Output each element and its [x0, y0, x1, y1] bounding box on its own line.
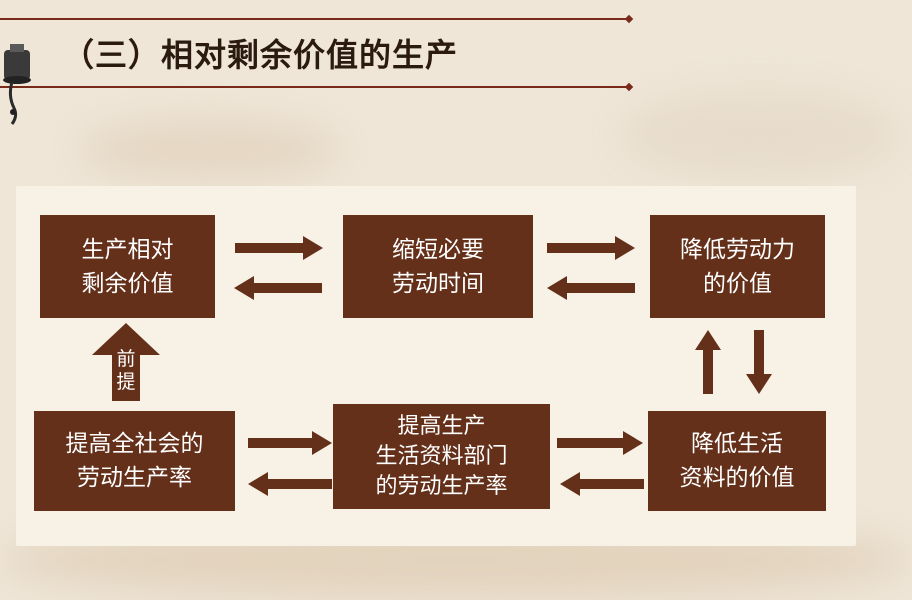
node-label: 生产相对 剩余价值: [81, 236, 174, 297]
node-label: 提高生产 生活资料部门 的劳动生产率: [375, 413, 508, 499]
header-bottom-rule-end: [624, 82, 634, 92]
node-label: 缩短必要 劳动时间: [392, 236, 484, 297]
arrow-down: [746, 330, 772, 394]
arrow-left: [547, 276, 635, 300]
node-label: 降低劳动力 的价值: [680, 236, 795, 297]
node-raise-consumer-goods-productivity: 提高生产 生活资料部门 的劳动生产率: [333, 404, 550, 509]
background-stain: [620, 90, 900, 180]
node-shorten-necessary-labor-time: 缩短必要 劳动时间: [343, 215, 533, 318]
header-top-rule-end: [624, 14, 634, 24]
header-top-rule: [0, 18, 632, 20]
arrow-left: [560, 472, 644, 496]
node-label: 提高全社会的 劳动生产率: [65, 431, 204, 491]
node-lower-labor-power-value: 降低劳动力 的价值: [650, 215, 825, 318]
arrow-right: [235, 236, 323, 260]
arrow-right: [248, 431, 332, 455]
premise-label: 前 提: [113, 348, 139, 394]
node-label: 降低生活 资料的价值: [679, 431, 795, 491]
premise-label-text: 前 提: [116, 348, 136, 393]
node-lower-means-of-living-value: 降低生活 资料的价值: [648, 411, 826, 511]
page-title: （三）相对剩余价值的生产: [62, 36, 459, 74]
node-raise-social-productivity: 提高全社会的 劳动生产率: [34, 411, 235, 511]
arrow-right: [557, 431, 643, 455]
arrow-left: [234, 276, 322, 300]
premise-arrow-up: [92, 323, 160, 401]
header-bottom-rule: [0, 86, 632, 88]
ink-bottle-icon: [3, 44, 31, 125]
arrow-right: [547, 236, 635, 260]
arrow-up: [695, 330, 721, 394]
arrow-left: [248, 472, 332, 496]
background-stain: [80, 120, 340, 180]
node-relative-surplus-value: 生产相对 剩余价值: [40, 215, 215, 318]
